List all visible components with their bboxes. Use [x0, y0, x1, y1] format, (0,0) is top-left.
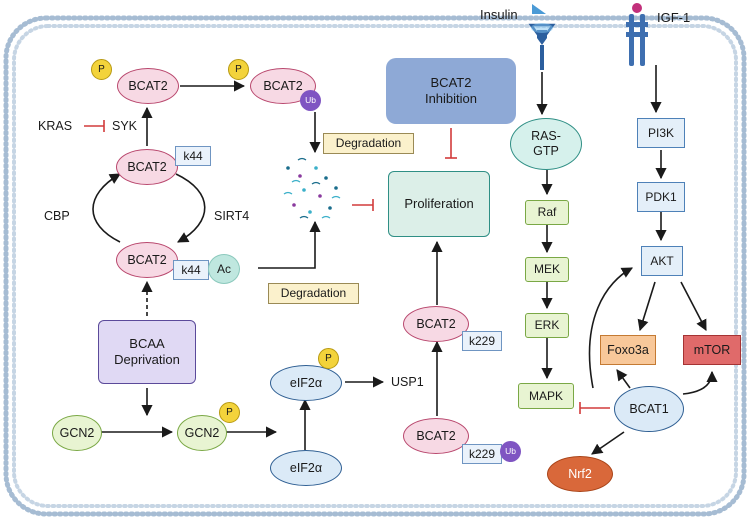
phospho-badge-2: P	[228, 59, 249, 80]
akt-node: AKT	[641, 246, 683, 276]
igf1-label: IGF-1	[657, 10, 691, 25]
pi3k-node: PI3K	[637, 118, 685, 148]
bcat2-k229-ub-node: BCAT2	[403, 418, 469, 454]
bcat1-node: BCAT1	[614, 386, 684, 432]
degradation-particles	[283, 157, 341, 219]
mek-node: MEK	[525, 257, 569, 282]
arrow-ac-to-degradation	[258, 220, 321, 269]
cell-membrane-outer	[3, 15, 747, 517]
bcat2-inhibition-box: BCAT2 Inhibition	[386, 58, 516, 124]
acetyl-badge: Ac	[208, 254, 240, 284]
arrow-cbp	[92, 173, 121, 243]
eif2a-node: eIF2α	[270, 450, 342, 486]
igf1-receptor-icon	[626, 3, 648, 66]
insulin-label: Insulin	[480, 7, 518, 22]
gcn2-node: GCN2	[52, 415, 102, 451]
phospho-badge: P	[91, 59, 112, 80]
k44-tag-2: k44	[173, 260, 209, 280]
syk-label: SYK	[112, 119, 138, 133]
bcaa-deprivation-box: BCAA Deprivation	[98, 320, 196, 384]
bcat2-k44-node: BCAT2	[116, 149, 178, 185]
nrf2-node: Nrf2	[547, 456, 613, 492]
gcn2-phospho-node: GCN2	[177, 415, 227, 451]
bcat2-phospho-node: BCAT2	[117, 68, 179, 104]
cbp-label: CBP	[44, 209, 70, 223]
sirt4-label: SIRT4	[214, 209, 250, 223]
pdk1-node: PDK1	[637, 182, 685, 212]
mapk-node: MAPK	[518, 383, 574, 409]
kras-label: KRAS	[38, 119, 73, 133]
bcat2-acetylated-node: BCAT2	[116, 242, 178, 278]
k44-tag: k44	[175, 146, 211, 166]
proliferation-box: Proliferation	[388, 171, 490, 237]
eif2a-phospho-node: eIF2α	[270, 365, 342, 401]
insulin-ligand-icon	[532, 4, 546, 14]
k229-tag-2: k229	[462, 444, 502, 464]
arrow-sirt4	[175, 173, 206, 243]
phospho-badge-3: P	[219, 402, 240, 423]
phospho-badge-4: P	[318, 348, 339, 369]
mtor-node: mTOR	[683, 335, 741, 365]
foxo3a-node: Foxo3a	[600, 335, 656, 365]
erk-node: ERK	[525, 313, 569, 338]
degradation-label-bottom: Degradation	[268, 283, 359, 304]
ras-gtp-node: RAS- GTP	[510, 118, 582, 170]
usp1-label: USP1	[391, 375, 424, 389]
degradation-label-top: Degradation	[323, 133, 414, 154]
insulin-receptor-icon	[528, 23, 556, 70]
raf-node: Raf	[525, 200, 569, 225]
arrow-bcat1-to-akt	[588, 267, 633, 389]
cell-membrane-inner	[12, 24, 738, 508]
bcat2-k229-node: BCAT2	[403, 306, 469, 342]
ubiquitin-badge: Ub	[300, 90, 321, 111]
k229-tag: k229	[462, 331, 502, 351]
ubiquitin-badge-2: Ub	[500, 441, 521, 462]
